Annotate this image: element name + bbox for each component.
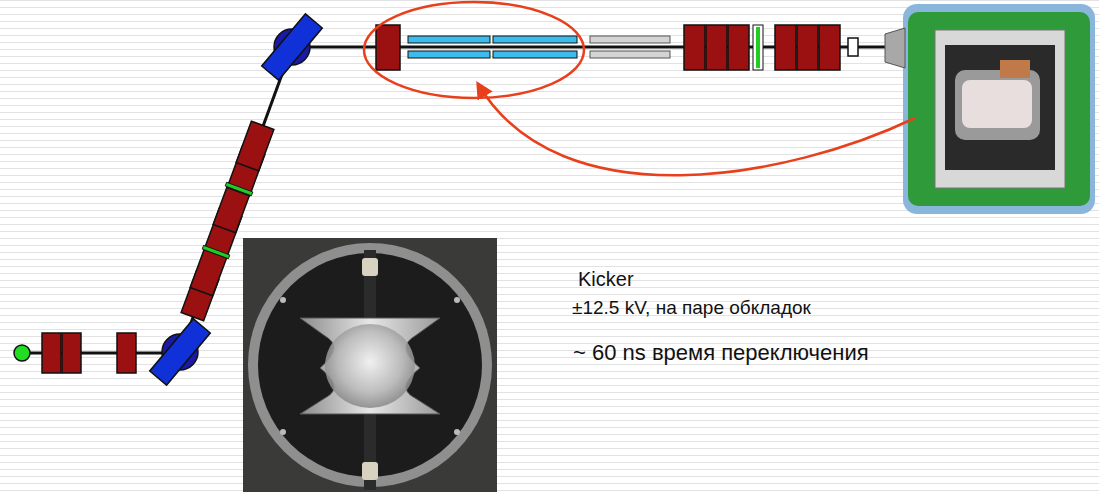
corrector-element [202, 245, 230, 258]
quadrupole-magnet [42, 333, 136, 373]
quadrupole-magnet [42, 333, 61, 373]
kicker-photo [280, 429, 286, 435]
quadrupole-magnet [684, 25, 705, 70]
timing-note: ~ 60 ns время переключения [573, 340, 869, 365]
detector-illustration [945, 45, 1055, 170]
pointer-arrow [478, 84, 915, 175]
detector-illustration [955, 70, 1040, 140]
corrector-element [753, 25, 763, 70]
voltage-note: ±12.5 kV, на паре обкладок [572, 297, 811, 319]
dipole-magnet [262, 14, 323, 80]
kicker-photo [454, 429, 460, 435]
beam-monitor [848, 38, 858, 56]
kicker-photo [362, 258, 378, 276]
quadrupole-magnet [819, 25, 840, 70]
detector-illustration [935, 30, 1065, 188]
deflector-plates [590, 36, 670, 43]
highlight-ellipse [364, 2, 584, 98]
quadrupole-magnet [775, 25, 796, 70]
quadrupole-magnet [706, 25, 727, 70]
detector-illustration [885, 28, 905, 68]
deflector-plates [590, 36, 670, 58]
kicker-plates [408, 36, 577, 58]
corrector-element [225, 182, 253, 195]
beam-source [14, 345, 30, 361]
kicker-photo [243, 238, 497, 492]
deflector-plates [590, 51, 670, 58]
detector-illustration [903, 4, 1095, 214]
kicker-plates [408, 36, 490, 43]
detector-illustration [1000, 60, 1030, 78]
kicker-photo [280, 297, 286, 303]
kicker-photo [243, 238, 497, 492]
kicker-plates [408, 51, 490, 58]
kicker-photo [300, 318, 440, 414]
detector-illustration [885, 4, 1095, 214]
quadrupole-magnet [376, 25, 840, 70]
kicker-plates [493, 51, 577, 58]
quadrupole-magnet [728, 25, 749, 70]
kicker-photo [325, 324, 415, 408]
kicker-photo [454, 297, 460, 303]
quadrupole-magnet [236, 121, 274, 171]
quadrupole-magnet [376, 25, 400, 70]
quadrupole-magnet [117, 333, 136, 373]
kicker-photo [362, 462, 378, 480]
detector-illustration [908, 12, 1090, 206]
device-title: Kicker [578, 268, 634, 291]
dipole-magnet [150, 319, 211, 385]
kicker-plates [493, 36, 577, 43]
corrector-element [753, 25, 763, 70]
detector-illustration [962, 80, 1032, 128]
quadrupole-magnet [797, 25, 818, 70]
corrector-element [756, 27, 760, 68]
quadrupole-magnet [62, 333, 81, 373]
